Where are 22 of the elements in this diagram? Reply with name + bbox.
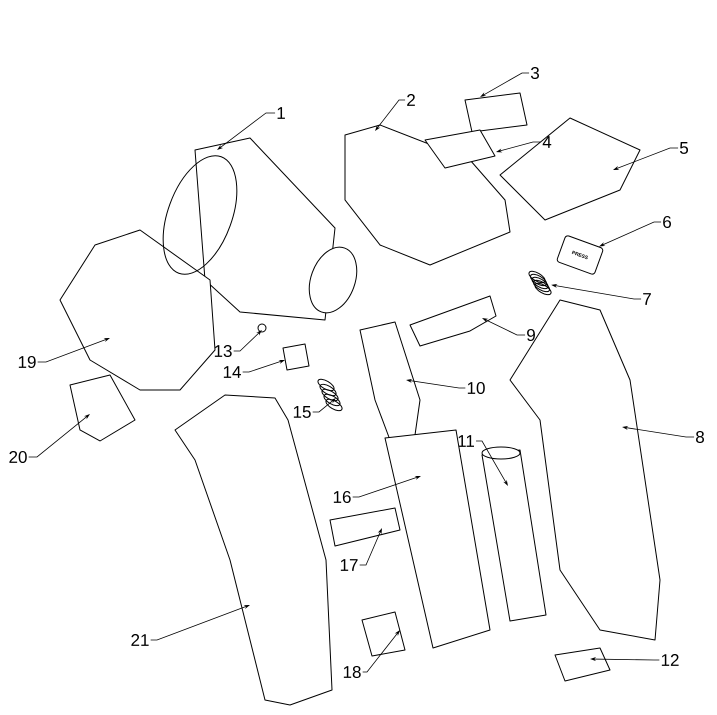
callout-number: 11 — [458, 435, 474, 447]
callout-number: 15 — [294, 406, 311, 418]
callout-number: 21 — [131, 634, 149, 646]
callout-number: 4 — [542, 136, 552, 148]
callout-number: 3 — [530, 66, 539, 80]
callout-number: 17 — [340, 559, 358, 571]
callout-number: 16 — [334, 490, 351, 504]
callout-number: 1 — [278, 107, 285, 119]
callout-number: 19 — [18, 356, 36, 368]
spring-drawing — [528, 270, 552, 296]
callout-number: 13 — [214, 344, 232, 358]
callout-number: 10 — [468, 382, 485, 394]
callout-number: 2 — [407, 94, 415, 106]
callout-number: 20 — [9, 450, 27, 464]
callout-number: 12 — [662, 654, 679, 666]
callout-number: 7 — [643, 293, 651, 305]
callout-number: 5 — [680, 142, 688, 154]
callout-number: 18 — [344, 666, 361, 678]
callout-number: 14 — [224, 366, 241, 378]
callout-number: 9 — [527, 328, 535, 342]
callout-number: 8 — [696, 430, 704, 444]
callout-number: 6 — [663, 216, 671, 228]
